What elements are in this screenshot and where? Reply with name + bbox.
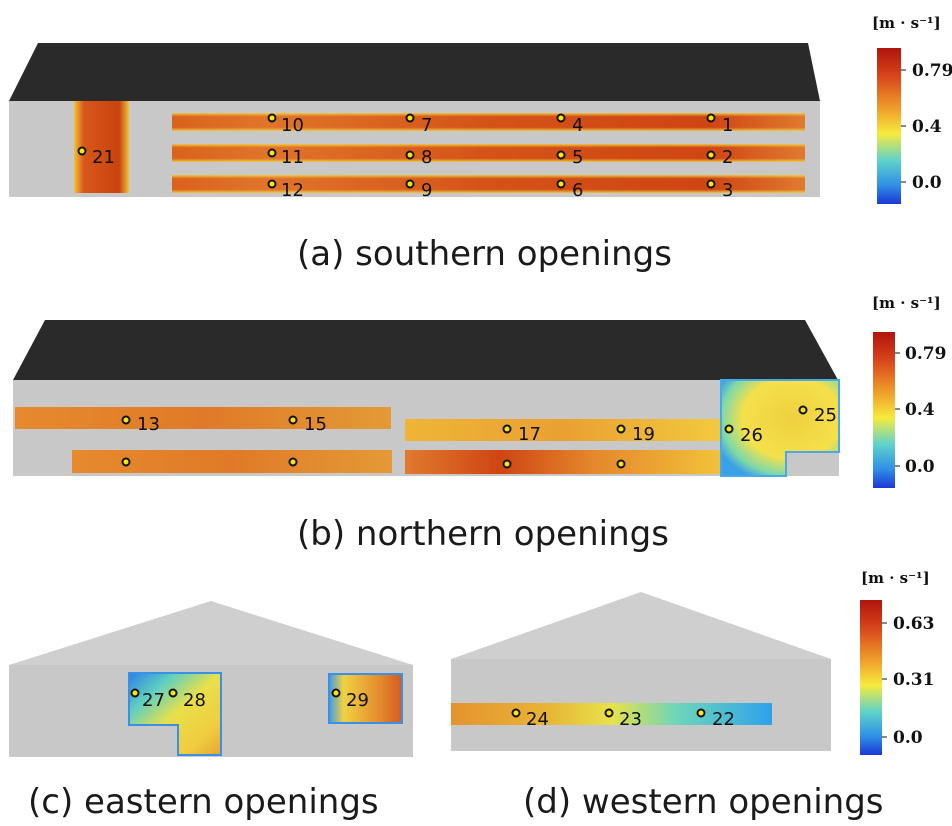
- point-28: 28: [168, 688, 206, 711]
- svg-text:8: 8: [421, 147, 432, 168]
- roof: [13, 320, 838, 380]
- point-19: 19: [616, 424, 655, 445]
- point-unlabeled-2: [288, 457, 298, 467]
- point-1: 1: [706, 113, 733, 136]
- point-27: 27: [130, 688, 165, 711]
- svg-text:9: 9: [421, 180, 432, 201]
- caption-eastern: (c) eastern openings: [28, 782, 379, 822]
- svg-text:21: 21: [92, 147, 115, 168]
- svg-text:15: 15: [304, 414, 327, 435]
- point-23: 23: [604, 708, 642, 730]
- point-15: 15: [288, 414, 327, 435]
- window-strip-middle: [172, 144, 805, 162]
- svg-text:10: 10: [281, 115, 304, 136]
- colorbar-tick-max: 0.79: [912, 61, 952, 81]
- point-29: 29: [331, 688, 369, 711]
- point-4: 4: [556, 113, 583, 136]
- colorbar-tick-max: 0.79: [905, 344, 946, 364]
- point-9: 9: [405, 179, 432, 201]
- colorbar-tick-mid: 0.4: [905, 400, 935, 420]
- colorbar-tick-min: 0.0: [905, 457, 935, 477]
- colorbar: [m · s⁻¹] 0.79 0.4 0.0: [872, 294, 946, 488]
- point-22: 22: [696, 708, 735, 730]
- point-26: 26: [724, 424, 763, 446]
- svg-text:17: 17: [518, 424, 541, 445]
- svg-text:4: 4: [572, 115, 583, 136]
- point-7: 7: [405, 113, 432, 136]
- colorbar: [m · s⁻¹] 0.79 0.4 0.0: [872, 14, 952, 204]
- window-strip-upper-right: [405, 419, 721, 441]
- svg-text:[m · s⁻¹]: [m · s⁻¹]: [861, 569, 930, 587]
- window-strip-upper-left: [15, 407, 391, 429]
- colorbar-tick-min: 0.0: [893, 728, 923, 748]
- point-21: 21: [77, 146, 115, 168]
- caption-western: (d) western openings: [523, 782, 884, 822]
- colorbar-tick-mid: 0.31: [893, 670, 934, 690]
- point-unlabeled-4: [616, 459, 626, 469]
- svg-text:26: 26: [740, 425, 763, 446]
- point-12: 12: [267, 179, 304, 201]
- svg-text:27: 27: [142, 690, 165, 711]
- svg-text:22: 22: [712, 709, 735, 730]
- caption-northern: (b) northern openings: [297, 514, 669, 554]
- svg-text:28: 28: [183, 690, 206, 711]
- point-3: 3: [706, 179, 733, 201]
- point-13: 13: [121, 414, 160, 435]
- point-10: 10: [267, 113, 304, 136]
- caption-southern: (a) southern openings: [297, 234, 672, 274]
- svg-text:11: 11: [281, 147, 304, 168]
- svg-text:2: 2: [722, 147, 733, 168]
- point-11: 11: [267, 147, 304, 168]
- east-gable-roof: [9, 601, 413, 665]
- svg-text:7: 7: [421, 115, 432, 136]
- northern-openings-panel: 13 15 17 19 26 25 [m · s⁻¹] 0.79 0.4 0.0: [13, 294, 946, 488]
- colorbar-tick-mid: 0.4: [912, 117, 942, 137]
- point-5: 5: [556, 147, 583, 168]
- colorbar: [m · s⁻¹] 0.63 0.31 0.0: [860, 569, 934, 755]
- point-6: 6: [556, 179, 583, 201]
- svg-text:[m · s⁻¹]: [m · s⁻¹]: [872, 294, 941, 312]
- svg-text:[m · s⁻¹]: [m · s⁻¹]: [872, 14, 941, 32]
- window-strip-top: [172, 113, 805, 131]
- point-unlabeled-3: [502, 459, 512, 469]
- svg-text:5: 5: [572, 147, 583, 168]
- svg-text:23: 23: [619, 709, 642, 730]
- east-opening-left: [128, 672, 222, 756]
- point-unlabeled-1: [121, 457, 131, 467]
- svg-text:12: 12: [281, 180, 304, 201]
- svg-text:6: 6: [572, 180, 583, 201]
- colorbar-tick-max: 0.63: [893, 614, 934, 634]
- door-opening: [720, 379, 840, 477]
- point-8: 8: [405, 147, 432, 168]
- svg-text:29: 29: [346, 690, 369, 711]
- point-2: 2: [706, 147, 733, 168]
- svg-text:3: 3: [722, 180, 733, 201]
- roof: [9, 43, 820, 101]
- point-25: 25: [798, 405, 837, 426]
- colorbar-tick-min: 0.0: [912, 173, 942, 193]
- svg-text:19: 19: [632, 424, 655, 445]
- west-gable-roof: [451, 592, 831, 659]
- point-24: 24: [511, 708, 549, 730]
- svg-text:1: 1: [722, 115, 733, 136]
- east-west-openings-panel: 27 28 29 24 23 22 [m · s⁻¹] 0.63 0.31 0.…: [9, 569, 934, 757]
- southern-openings-panel: 21 10 7 4 1 11 8 5 2 12 9 6 3 [m · s⁻¹] …: [9, 14, 952, 204]
- window-strip-lower-left: [72, 450, 392, 473]
- svg-text:24: 24: [526, 709, 549, 730]
- window-strip-lower-right: [405, 450, 721, 474]
- svg-text:25: 25: [814, 405, 837, 426]
- east-opening-right: [328, 673, 403, 724]
- window-strip-bottom: [172, 175, 805, 193]
- point-17: 17: [502, 424, 541, 445]
- svg-text:13: 13: [137, 414, 160, 435]
